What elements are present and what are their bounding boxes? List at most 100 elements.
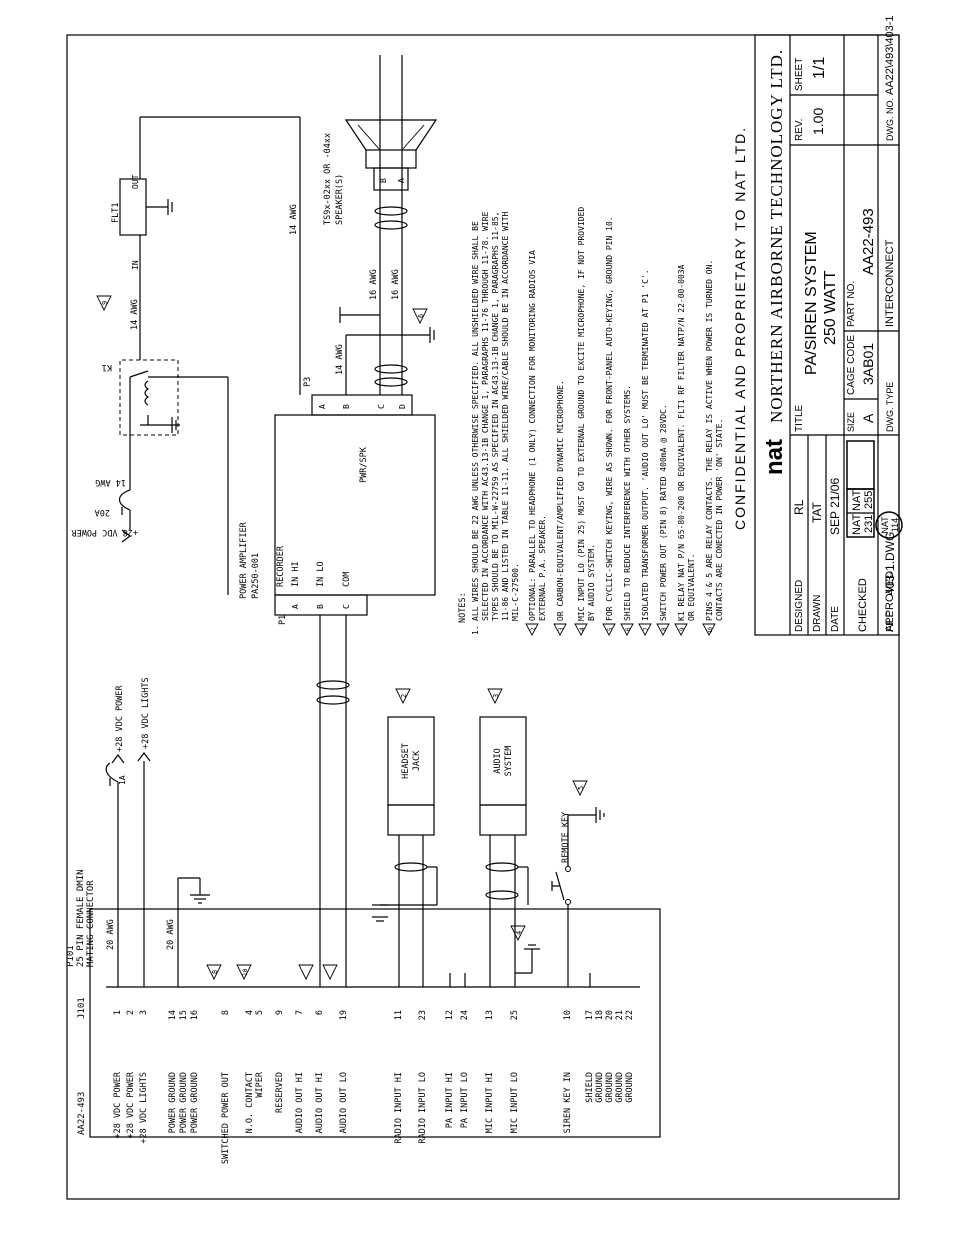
- company-name: NORTHERN AIRBORNE TECHNOLOGY LTD.: [767, 49, 786, 423]
- note-line: OR EQUIVALENT.: [687, 554, 696, 621]
- note-mark: 2: [530, 627, 537, 631]
- shield: [374, 206, 408, 216]
- note-triangle: [553, 623, 567, 636]
- pin-number: 18: [595, 1010, 605, 1020]
- pin-label: AUDIO OUT HI: [315, 1072, 325, 1133]
- note-mark: 7: [643, 627, 650, 631]
- pin-label: MIC INPUT LO: [510, 1072, 520, 1133]
- wire-awg: 14 AWG: [130, 299, 140, 330]
- j101-part: AA22-493: [77, 1092, 87, 1135]
- pin-letter: C: [342, 604, 351, 609]
- note-line: 11-86 AND LISTED IN TABLE 11-11. ALL SHI…: [501, 211, 510, 621]
- note-triangle-2: [395, 688, 411, 705]
- note-triangle-6: [322, 964, 338, 981]
- audio-system: [479, 716, 527, 806]
- dwgno-value: AA22\493\403-1: [884, 15, 896, 95]
- shield: [374, 377, 408, 387]
- note-triangle: [602, 623, 616, 636]
- note-triangle-6b: [412, 308, 428, 325]
- p101-desc-2: MATING CONNECTOR: [86, 880, 96, 967]
- j101-pin-numbers: 1 2 3 14 15 16 8 4 5 9 7 6 19 11 23 12 2…: [113, 1010, 635, 1020]
- approved-label: APPROVED: [884, 571, 896, 632]
- note-mark: 8: [211, 970, 219, 974]
- headset-label-1: HEADSET: [401, 743, 411, 779]
- pin-number: 9: [275, 1010, 285, 1015]
- note-mark: 4: [515, 931, 523, 935]
- relay-contact: [129, 370, 149, 378]
- rev-value: 1.00: [810, 108, 826, 135]
- part-value: AA22-493: [860, 208, 877, 275]
- drawn-label: DRAWN: [812, 595, 823, 632]
- note-triangle: [620, 623, 634, 636]
- note-triangle: [702, 623, 716, 636]
- note-line: FOR CYCLIC-SWITCH KEYING, WIRE AS SHOWN.…: [605, 216, 614, 621]
- amp-p1: P1: [278, 615, 288, 625]
- note-line: EXTERNAL P.A. SPEAKER.: [538, 515, 547, 621]
- pin-label: GROUND: [605, 1072, 615, 1103]
- cage-label: CAGE CODE: [846, 335, 857, 395]
- stamp-255-l1: NAT: [851, 490, 863, 511]
- rev-label: REV.: [794, 119, 805, 141]
- note-mark: 4: [579, 627, 586, 631]
- j101-pin-labels: +28 VDC POWER +28 VDC POWER +28 VDC LIGH…: [113, 1071, 635, 1164]
- note-mark: 1.: [471, 625, 480, 635]
- fuse-20a-label: 20A: [95, 507, 110, 517]
- amp-p3-connector: [311, 394, 413, 416]
- pin-letter: A: [291, 604, 300, 609]
- stamp-231-l2: 231: [863, 515, 875, 533]
- arrow: [121, 529, 131, 543]
- wire-awg: 14 AWG: [335, 344, 345, 375]
- amp-pwr-spk: PWR/SPK: [359, 446, 369, 483]
- sheet-label: SHEET: [794, 58, 805, 91]
- note-mark: 6: [417, 314, 425, 318]
- designed-label: DESIGNED: [794, 580, 805, 632]
- dwgno-label: DWG. NO.: [885, 98, 895, 141]
- relay-label: K1: [102, 362, 112, 372]
- pin-label: SWITCHED POWER OUT: [221, 1072, 231, 1164]
- pin-label: RESERVED: [275, 1072, 285, 1113]
- pin-number: 11: [394, 1010, 404, 1020]
- amp-in-lo: IN LO: [316, 561, 326, 587]
- dwgtype-value: INTERCONNECT: [884, 239, 896, 327]
- note-mark: 2: [400, 694, 408, 698]
- pin-letter: B: [316, 604, 325, 609]
- note-line: ISOLATED TRANSFORMER OUTPUT. 'AUDIO OUT …: [641, 269, 650, 621]
- pin-number: 22: [625, 1010, 635, 1020]
- note-line: PINS 4 & 5 ARE RELAY CONTACTS. THE RELAY…: [705, 260, 714, 621]
- designed-value: RL: [792, 499, 806, 515]
- shield: [374, 220, 408, 230]
- amp-recorder: RECORDER: [276, 545, 286, 587]
- j101-ref: J101: [77, 997, 87, 1019]
- shield: [316, 680, 350, 690]
- vdc-lights-label: +28 VDC LIGHTS: [141, 677, 151, 749]
- note-line: MIC INPUT LO (PIN 25) MUST GO TO EXTERNA…: [577, 207, 586, 621]
- pin-label: RADIO INPUT LO: [418, 1072, 428, 1144]
- pin-number: 16: [190, 1010, 200, 1020]
- shield: [316, 695, 350, 705]
- pin-label: PA INPUT LO: [460, 1072, 470, 1128]
- headset-jack-plug: [387, 804, 435, 836]
- notes-section: NOTES: 1. ALL WIRES SHOULD BE 22 AWG UNL…: [458, 207, 724, 636]
- stamp-255: [846, 440, 875, 490]
- pin-label: POWER GROUND: [190, 1072, 200, 1133]
- filter-in: IN: [131, 260, 140, 270]
- pin-number: 25: [510, 1010, 520, 1020]
- amp-title: POWER AMPLIFIER: [239, 521, 249, 599]
- pin-number: 3: [139, 1010, 149, 1015]
- right-wiring: +28 VDC POWER 20A 14 AWG K1 14 AWG 9 FLT…: [71, 55, 438, 595]
- pin-letter: D: [398, 404, 407, 409]
- pin-number: 15: [179, 1010, 189, 1020]
- pin-label: AUDIO OUT LO: [339, 1072, 349, 1133]
- pin-label: WIPER: [255, 1071, 265, 1097]
- note-mark: 6: [625, 627, 632, 631]
- cage-value: 3AB01: [860, 343, 876, 385]
- stamp-255-l2: 255: [863, 491, 875, 509]
- speaker-label-2: SPEAKER(S): [335, 174, 345, 225]
- note-triangle: [574, 623, 588, 636]
- note-triangle-8: [206, 964, 222, 981]
- pin-letter: B: [342, 404, 351, 409]
- shield: [374, 364, 408, 374]
- left-wiring: 20 AWG 1A +28 VDC POWER +28 VDC LIGHTS 2…: [105, 615, 605, 987]
- pin-label: +28 VDC LIGHTS: [139, 1072, 149, 1144]
